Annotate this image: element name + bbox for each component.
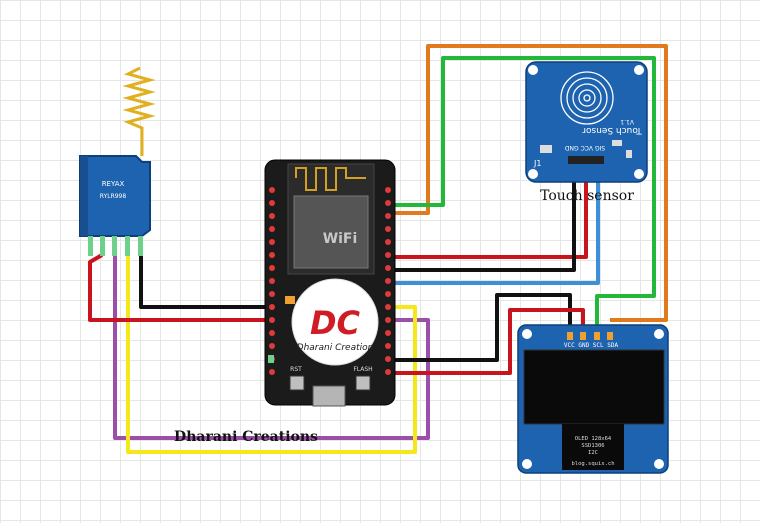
oled-label4: blog.squix.ch [571, 461, 614, 467]
wires [88, 44, 668, 454]
watermark: Dharani Creations [174, 429, 318, 445]
nodemcu-pin [385, 252, 391, 258]
nodemcu-pin [269, 200, 275, 206]
lora-module: REYAX RYLR998 [79, 66, 156, 256]
nodemcu-pin [269, 187, 275, 193]
touch-pins-text: SIG VCC GND [564, 144, 605, 151]
wire-purple [113, 255, 430, 440]
nodemcu-pin [269, 343, 275, 349]
wire-green [382, 56, 656, 340]
rst-button[interactable] [289, 375, 305, 391]
nodemcu-pin [269, 317, 275, 323]
nodemcu-pin [385, 304, 391, 310]
nodemcu-pin [269, 252, 275, 258]
nodemcu-pin [385, 317, 391, 323]
nodemcu-pin [385, 226, 391, 232]
wire-red-touch [382, 160, 588, 259]
nodemcu-pin [269, 304, 275, 310]
touch-sensor: Touch Sensor V1.1 SIG VCC GND J1 [525, 61, 648, 183]
flash-button[interactable] [355, 375, 371, 391]
nodemcu-pin [385, 330, 391, 336]
nodemcu-pin [269, 239, 275, 245]
led-orange [285, 296, 295, 304]
lora-pins [88, 236, 143, 256]
lora-model: RYLR998 [100, 193, 127, 200]
oled-pin-pads [567, 332, 613, 340]
nodemcu-pin [385, 187, 391, 193]
nodemcu-pin [385, 200, 391, 206]
touch-board-text: Touch Sensor [582, 125, 643, 135]
nodemcu-pin [269, 291, 275, 297]
antenna-coil [122, 66, 156, 156]
oled-screen [523, 349, 665, 425]
lora-brand: REYAX [102, 180, 125, 188]
nodemcu-pin [269, 330, 275, 336]
flash-label: FLASH [353, 366, 372, 373]
wire-orange [382, 44, 668, 322]
nodemcu-right-pins [385, 187, 391, 375]
wire-black-lora [139, 255, 272, 309]
oled-label2: SSD1306 [581, 443, 604, 449]
nodemcu-pin [385, 291, 391, 297]
wire-red-oled [382, 308, 585, 375]
nodemcu-pin [269, 265, 275, 271]
touch-pad[interactable] [560, 71, 614, 125]
oled-pins: VCC GND SCL SDA [564, 342, 619, 349]
oled-label1: OLED 128x64 [575, 436, 612, 442]
rst-label: RST [290, 366, 302, 373]
nodemcu-pin [385, 369, 391, 375]
wire-red-lora [88, 253, 272, 322]
dharani-logo: DC Dharani Creation [291, 278, 379, 366]
nodemcu-pin [269, 213, 275, 219]
pcb-antenna [295, 167, 366, 191]
usb-port[interactable] [312, 385, 346, 407]
nodemcu-pin [269, 369, 275, 375]
nodemcu-pin [385, 356, 391, 362]
nodemcu-pin [385, 278, 391, 284]
wire-blue-touch [382, 160, 600, 285]
touch-version: V1.1 [620, 118, 634, 125]
touch-j1: J1 [533, 159, 541, 168]
nodemcu-pin [385, 265, 391, 271]
nodemcu-pin [269, 278, 275, 284]
status-led [268, 355, 274, 363]
logo-text: Dharani Creation [297, 343, 374, 353]
wire-black-touch [382, 160, 576, 272]
oled-display: VCC GND SCL SDA OLED 128x64 SSD1306 I2C … [517, 324, 669, 474]
nodemcu-pin [385, 239, 391, 245]
logo-initials: DC [310, 304, 361, 342]
nodemcu-pin [269, 226, 275, 232]
nodemcu-left-pins [269, 187, 275, 375]
nodemcu-pin [385, 343, 391, 349]
wire-yellow [126, 255, 417, 454]
nodemcu-pin [385, 213, 391, 219]
touch-caption: Touch sensor [540, 188, 634, 204]
wifi-label: WiFi [323, 231, 358, 247]
oled-label3: I2C [588, 450, 598, 456]
